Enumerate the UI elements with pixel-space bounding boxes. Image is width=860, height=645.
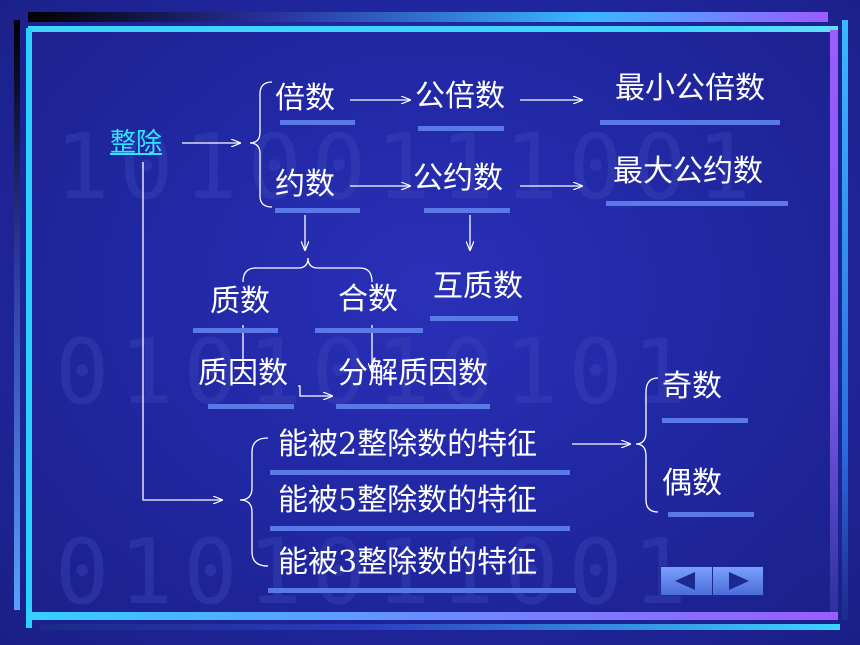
node-zhiyinshu: 质因数 xyxy=(198,356,288,391)
node-yueshu: 约数 xyxy=(275,167,335,202)
underline-zuida-gongyueshu xyxy=(606,201,788,206)
underline-zhishu xyxy=(193,328,278,333)
frame-bottom-line xyxy=(40,624,840,630)
left-triangle-icon xyxy=(675,572,695,590)
node-feature-5: 能被5整除数的特征 xyxy=(278,483,538,518)
underline-oushu xyxy=(668,512,754,517)
arrow-zhengchu-to-features xyxy=(142,162,222,500)
previous-slide-button[interactable] xyxy=(661,567,711,595)
slide-navigation xyxy=(660,566,764,596)
node-heshu: 合数 xyxy=(338,282,398,317)
underline-gongyueshu xyxy=(424,208,510,213)
node-jishu: 奇数 xyxy=(662,369,722,404)
frame-top-bar xyxy=(28,12,828,22)
underline-feature-3 xyxy=(268,588,576,593)
underline-zuixiao-gongbeishu xyxy=(600,120,780,125)
frame-left-line xyxy=(26,28,32,628)
underline-zhiyinshu xyxy=(208,404,294,409)
node-oushu: 偶数 xyxy=(662,466,722,501)
node-gongyueshu: 公约数 xyxy=(413,161,503,196)
frame-right-bar xyxy=(830,30,838,620)
node-zhishu: 质数 xyxy=(210,284,270,319)
arrow-zhiyinshu-fenjie xyxy=(298,385,332,396)
underline-jishu xyxy=(662,418,748,423)
node-zuixiao-gongbeishu: 最小公倍数 xyxy=(615,71,765,106)
underline-fenjie-zhiyinshu xyxy=(336,404,490,409)
node-beishu: 倍数 xyxy=(275,81,335,116)
node-gongbeishu: 公倍数 xyxy=(415,79,505,114)
right-triangle-icon xyxy=(729,572,749,590)
node-fenjie-zhiyinshu: 分解质因数 xyxy=(338,356,488,391)
next-slide-button[interactable] xyxy=(712,567,763,595)
underline-feature-2 xyxy=(270,470,570,475)
underline-gongbeishu xyxy=(418,126,504,131)
node-feature-2: 能被2整除数的特征 xyxy=(278,427,538,462)
frame-left-bar xyxy=(14,20,20,610)
node-huzhishu: 互质数 xyxy=(433,269,523,304)
frame-right-line xyxy=(842,20,848,620)
node-zhengchu-link[interactable]: 整除 xyxy=(110,128,163,158)
node-feature-3: 能被3整除数的特征 xyxy=(278,545,538,580)
brace-features xyxy=(239,437,269,567)
underline-huzhishu xyxy=(430,316,518,321)
brace-beishu-yueshu xyxy=(249,81,273,208)
brace-jishu-oushu xyxy=(635,377,659,513)
brace-zhishu-heshu xyxy=(242,257,373,283)
node-zuida-gongyueshu: 最大公约数 xyxy=(613,154,763,189)
underline-heshu xyxy=(315,328,423,333)
underline-feature-5 xyxy=(270,526,570,531)
background-digits-row-3: 0101011001 xyxy=(55,520,697,625)
underline-yueshu xyxy=(275,208,360,213)
frame-top-line xyxy=(28,26,838,32)
underline-beishu xyxy=(280,120,355,125)
frame-bottom-bar xyxy=(28,612,838,620)
